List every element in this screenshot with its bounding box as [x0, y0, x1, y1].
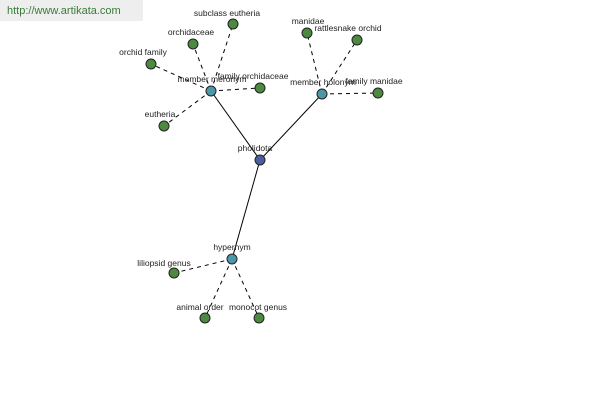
node-liliopsid-genus[interactable] — [168, 267, 180, 279]
edges-layer — [150, 23, 379, 319]
edge-pholidota-to-member-meronym — [210, 90, 261, 161]
node-label-pholidota[interactable]: pholidota — [238, 143, 273, 153]
node-label-orchid-family[interactable]: orchid family — [119, 47, 167, 57]
edge-hypernym-to-liliopsid-genus — [173, 258, 233, 274]
edge-member-holonym-to-manidae — [306, 32, 323, 95]
edge-member-meronym-to-subclass-eutheria — [210, 23, 234, 92]
edge-member-holonym-to-rattlesnake-orchid — [321, 39, 358, 95]
nodes-layer — [145, 18, 384, 324]
edge-member-meronym-to-family-orchidaceae — [210, 87, 261, 92]
node-label-orchidaceae[interactable]: orchidaceae — [168, 27, 215, 37]
edge-hypernym-to-monocot-genus — [231, 258, 260, 319]
node-label-manidae[interactable]: manidae — [292, 16, 325, 26]
node-manidae[interactable] — [301, 27, 313, 39]
site-url-link[interactable]: http://www.artikata.com — [0, 0, 143, 21]
node-label-animal-order[interactable]: animal order — [176, 302, 223, 312]
labels-layer: pholidota member meronym member holonym hyp… — [119, 8, 403, 312]
node-monocot-genus[interactable] — [253, 312, 265, 324]
node-member-meronym[interactable] — [205, 85, 217, 97]
node-hypernym[interactable] — [226, 253, 238, 265]
node-subclass-eutheria[interactable] — [227, 18, 239, 30]
node-label-member-meronym[interactable]: member meronym — [178, 74, 247, 84]
node-orchid-family[interactable] — [145, 58, 157, 70]
node-label-subclass-eutheria[interactable]: subclass eutheria — [194, 8, 260, 18]
node-label-family-orchidaceae[interactable]: family orchidaceae — [218, 71, 289, 81]
node-label-rattlesnake-orchid[interactable]: rattlesnake orchid — [314, 23, 381, 33]
node-label-family-manidae[interactable]: family manidae — [345, 76, 402, 86]
node-family-manidae[interactable] — [372, 87, 384, 99]
edge-member-holonym-to-family-manidae — [321, 92, 379, 95]
node-eutheria[interactable] — [158, 120, 170, 132]
node-label-hypernym[interactable]: hypernym — [213, 242, 250, 252]
node-member-holonym[interactable] — [316, 88, 328, 100]
edge-pholidota-to-hypernym — [231, 159, 261, 260]
node-label-liliopsid-genus[interactable]: liliopsid genus — [137, 258, 190, 268]
edge-hypernym-to-animal-order — [204, 258, 233, 319]
node-pholidota[interactable] — [254, 154, 266, 166]
node-family-orchidaceae[interactable] — [254, 82, 266, 94]
edge-member-meronym-to-orchid-family — [150, 63, 212, 92]
node-orchidaceae[interactable] — [187, 38, 199, 50]
node-animal-order[interactable] — [199, 312, 211, 324]
node-label-member-holonym[interactable]: member holonym — [290, 77, 356, 87]
node-label-monocot-genus[interactable]: monocot genus — [229, 302, 287, 312]
node-label-eutheria[interactable]: eutheria — [145, 109, 176, 119]
node-rattlesnake-orchid[interactable] — [351, 34, 363, 46]
edge-member-meronym-to-orchidaceae — [192, 43, 212, 92]
edge-pholidota-to-member-holonym — [259, 93, 323, 161]
edge-member-meronym-to-eutheria — [163, 90, 212, 127]
